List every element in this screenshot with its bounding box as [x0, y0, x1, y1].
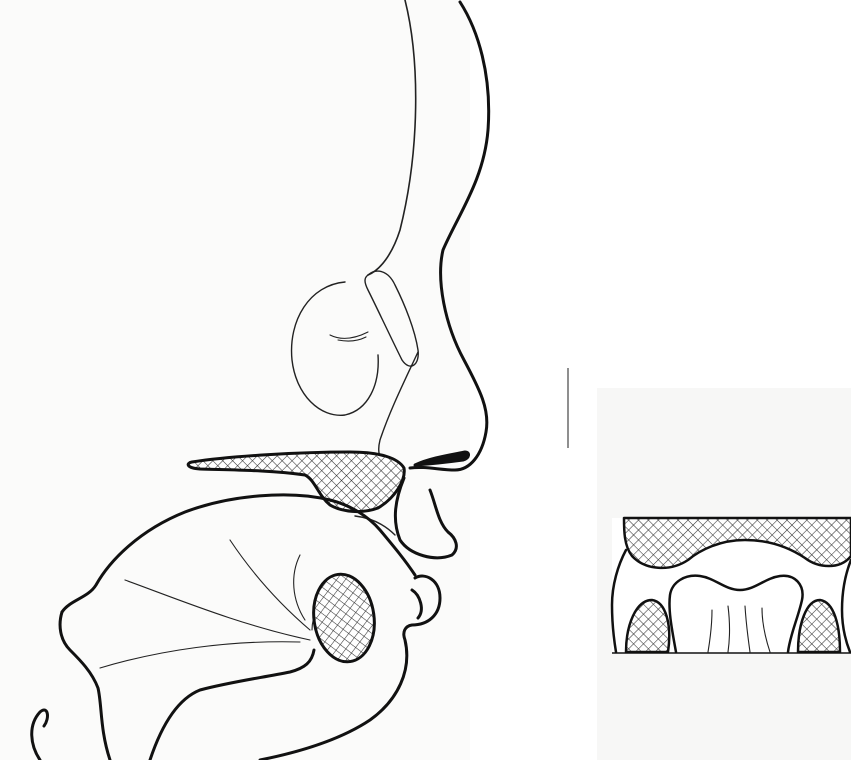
cross-section-inset: [612, 518, 851, 654]
paper-texture-left: [0, 0, 470, 760]
